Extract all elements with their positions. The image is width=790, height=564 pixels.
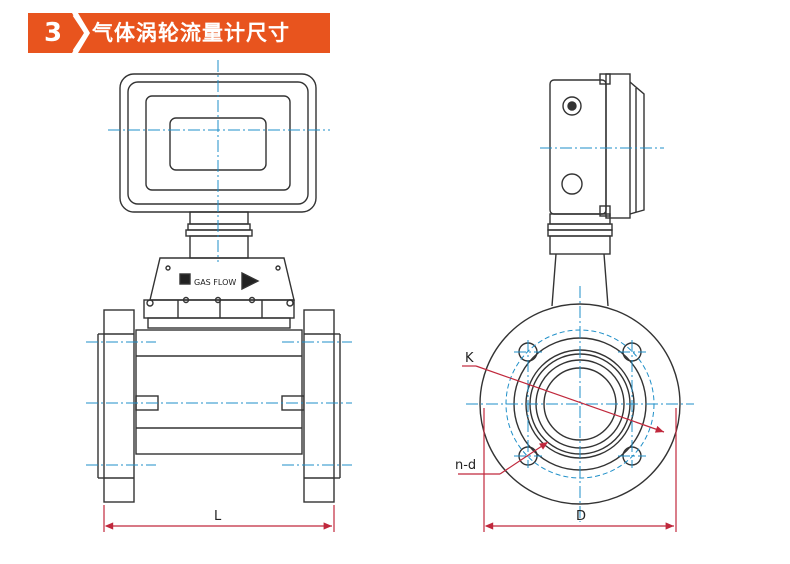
dimension-L: [103, 505, 335, 532]
dimension-D: [483, 408, 677, 532]
side-centerlines: [466, 147, 694, 522]
dimension-nd: [458, 441, 549, 475]
cable-gland-icon: [561, 173, 583, 195]
dimension-D-label: D: [576, 509, 586, 524]
pipe-body: [135, 329, 305, 455]
side-neck: [547, 213, 613, 307]
left-flange: [97, 309, 135, 503]
square-icon: [179, 273, 191, 285]
neck: [185, 211, 253, 259]
arrow-right-icon: [241, 271, 260, 291]
section-number: 3: [43, 18, 63, 48]
front-view: [97, 73, 341, 503]
section-title: 气体涡轮流量计尺寸: [92, 21, 290, 45]
dimension-K: [462, 365, 665, 433]
dimension-L-label: L: [214, 509, 222, 524]
dimension-nd-label: n-d: [455, 458, 476, 473]
side-head: [549, 73, 645, 219]
right-flange: [303, 309, 341, 503]
front-centerlines: [86, 60, 352, 466]
section-header: 3 气体涡轮流量计尺寸: [28, 13, 330, 53]
dimension-K-label: K: [465, 351, 474, 366]
plate-text: GAS FLOW: [194, 278, 236, 287]
nameplate-housing: [143, 257, 295, 329]
header-shape: [28, 13, 330, 53]
gear-icon: [562, 96, 582, 116]
